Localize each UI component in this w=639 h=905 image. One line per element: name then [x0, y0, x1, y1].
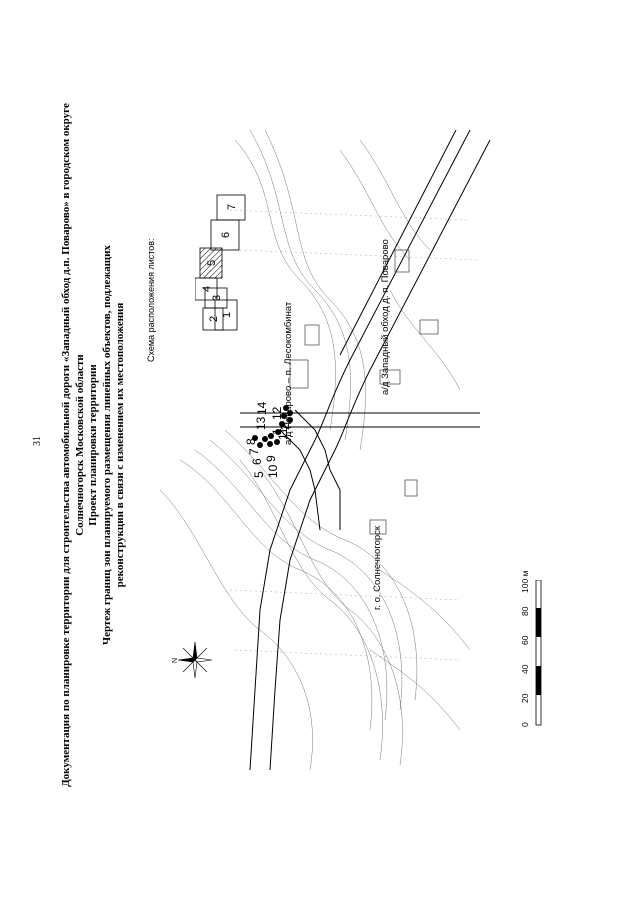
sheet-7 — [216, 194, 246, 221]
sheet-7-number: 7 — [226, 204, 238, 210]
road-label-povarovo: а/д Поварово – п. Лесокомбинат — [283, 301, 294, 445]
compass-rose: N — [172, 641, 213, 679]
contour-line — [234, 139, 336, 431]
map-drawing — [159, 130, 491, 770]
point-number-12: 12 — [270, 406, 284, 420]
document-title: Документация по планировке территории дл… — [60, 60, 128, 830]
sheet-scheme: 1 2 3 4 5 6 7 — [195, 194, 246, 331]
title-line-5: реконструкции в связи с изменением их ме… — [114, 302, 126, 588]
point-number-5: 5 — [252, 471, 266, 478]
point-number-13: 13 — [254, 416, 268, 430]
point-number-9: 9 — [264, 455, 278, 462]
point-number-7: 7 — [247, 448, 261, 455]
title-line-4: Чертеж границ зон планируемого размещени… — [100, 245, 113, 645]
west-bypass-road-edge — [249, 130, 471, 770]
district-label: г. о. Солнечногорск — [372, 525, 383, 610]
scale-tick-40: 40 — [520, 664, 530, 674]
page-number: 31 — [32, 436, 43, 446]
scale-tick-100: 100 м — [520, 570, 530, 593]
point-marker — [252, 435, 258, 441]
sheet-3 — [204, 287, 228, 309]
sheet-2-number: 2 — [208, 316, 220, 322]
compass-north: N — [172, 658, 179, 663]
sheet-1 — [214, 299, 238, 331]
title-line-1: Документация по планировке территории дл… — [60, 103, 72, 787]
scale-tick-20: 20 — [520, 693, 530, 703]
point-number-14: 14 — [255, 401, 269, 415]
scale-tick-80: 80 — [520, 606, 530, 616]
point-number-10: 10 — [266, 464, 280, 478]
title-line-3: Проект планировки территории — [87, 364, 99, 526]
scale-bar — [535, 580, 542, 726]
point-number-6: 6 — [250, 458, 264, 465]
sheet-4-number: 4 — [201, 286, 213, 292]
title-line-2: Солнечногорск Московской области — [73, 354, 86, 536]
point-number-8: 8 — [244, 438, 258, 445]
sheet-5-number: 5 — [206, 260, 218, 266]
road-label-west-bypass: а/д Западный обход д. п. Поварово — [380, 239, 391, 395]
point-markers — [252, 405, 293, 448]
sheet-1-number: 1 — [221, 312, 233, 318]
scale-tick-60: 60 — [520, 635, 530, 645]
sheet-3-number: 3 — [211, 295, 223, 301]
sheet-6-number: 6 — [220, 232, 232, 238]
scale-tick-0: 0 — [520, 722, 530, 727]
